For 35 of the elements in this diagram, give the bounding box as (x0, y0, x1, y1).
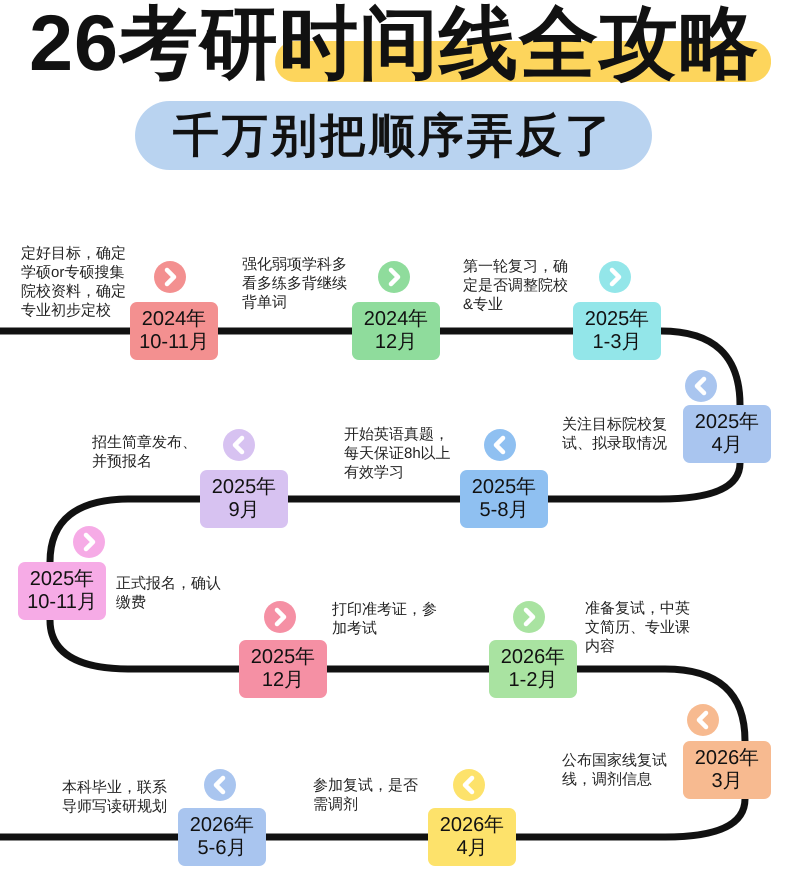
step-description: 定好目标，确定学硕or专硕搜集院校资料，确定专业初步定校 (21, 244, 127, 320)
step-description: 关注目标院校复试、拟录取情况 (562, 415, 668, 453)
step-description: 参加复试，是否需调剂 (313, 776, 419, 814)
date-box: 2026年3月 (683, 741, 771, 799)
timeline-line (577, 666, 748, 742)
timeline-line (266, 834, 428, 840)
timeline-line (218, 328, 352, 334)
date-box: 2025年10-11月 (18, 562, 106, 620)
date-box: 2025年9月 (200, 470, 288, 528)
timeline-line (46, 496, 200, 562)
step-description: 开始英语真题，每天保证8h以上有效学习 (344, 425, 452, 482)
timeline-line (327, 666, 489, 672)
date-box: 2025年1-3月 (573, 302, 661, 360)
timeline-line (0, 328, 130, 334)
date-box: 2025年5-8月 (460, 470, 548, 528)
timeline-line (288, 496, 460, 502)
date-box: 2026年4月 (428, 808, 516, 866)
date-box: 2025年12月 (239, 640, 327, 698)
step-description: 第一轮复习，确定是否调整院校&专业 (463, 257, 569, 314)
step-description: 公布国家线复试线，调剂信息 (562, 751, 668, 789)
step-description: 打印准考证，参加考试 (332, 600, 438, 638)
date-box: 2026年5-6月 (178, 808, 266, 866)
timeline-line (440, 328, 573, 334)
timeline-line (46, 620, 239, 672)
step-description: 正式报名，确认缴费 (116, 574, 222, 612)
date-box: 2026年1-2月 (489, 640, 577, 698)
step-description: 招生简章发布、并预报名 (92, 433, 198, 471)
subtitle-banner: 千万别把顺序弄反了 (135, 101, 652, 170)
date-box: 2024年10-11月 (130, 302, 218, 360)
step-description: 准备复试，中英文简历、专业课内容 (585, 599, 691, 656)
date-box: 2025年4月 (683, 405, 771, 463)
step-description: 强化弱项学科多看多练多背继续背单词 (242, 255, 348, 312)
step-description: 本科毕业，联系导师写读研规划 (62, 778, 168, 816)
timeline-line (0, 834, 178, 840)
date-box: 2024年12月 (352, 302, 440, 360)
